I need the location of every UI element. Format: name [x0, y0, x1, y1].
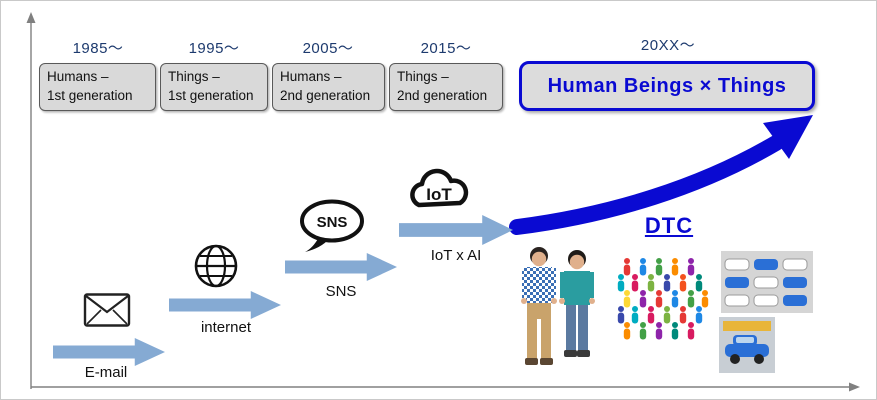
- year-label-future: 20XX〜: [640, 37, 696, 54]
- growth-arrow-shaft: [509, 135, 784, 235]
- era-box-line1: Humans –: [47, 69, 109, 84]
- growth-arrow-head: [763, 115, 813, 159]
- future-box-human-beings-things: Human Beings × Things: [519, 61, 815, 111]
- cloud-icon-text: IoT: [426, 185, 452, 204]
- future-box-label: Human Beings × Things: [547, 74, 787, 97]
- step-label-sns: SNS: [325, 283, 357, 300]
- factory-car-photo: [719, 317, 775, 373]
- era-box-humans-2nd: Humans – 2nd generation: [272, 63, 385, 111]
- era-box-humans-1st: Humans – 1st generation: [39, 63, 156, 111]
- people-photo: [509, 241, 607, 373]
- speech-bubble-text: SNS: [317, 214, 348, 231]
- cars-grid-photo: [721, 251, 813, 313]
- globe-icon: [194, 244, 238, 288]
- car-rows: [724, 258, 808, 307]
- era-box-things-2nd: Things – 2nd generation: [389, 63, 503, 111]
- year-label-2: 1995〜: [188, 40, 240, 57]
- step-label-email: E-mail: [84, 364, 128, 381]
- year-label-4: 2015〜: [420, 40, 472, 57]
- x-axis-arrowhead: [849, 382, 860, 392]
- era-box-line1: Things –: [168, 69, 220, 84]
- era-box-things-1st: Things – 1st generation: [160, 63, 268, 111]
- era-box-line2: 1st generation: [168, 87, 254, 103]
- crowd-illustration: [617, 258, 709, 340]
- man-checkered-shirt: [521, 247, 557, 365]
- dtc-label: DTC: [644, 213, 694, 238]
- era-box-line2: 2nd generation: [397, 87, 488, 103]
- year-label-3: 2005〜: [302, 40, 354, 57]
- cloud-icon: IoT: [410, 168, 469, 208]
- era-box-line2: 1st generation: [47, 87, 133, 103]
- y-axis-arrowhead: [26, 12, 36, 23]
- step-label-iot-ai: IoT x AI: [430, 247, 482, 264]
- step-label-internet: internet: [200, 319, 252, 336]
- era-box-line1: Humans –: [280, 69, 342, 84]
- era-box-line2: 2nd generation: [280, 87, 371, 103]
- man-teal-shirt: [559, 250, 595, 357]
- year-label-1: 1985〜: [72, 40, 124, 57]
- envelope-icon: [83, 293, 131, 327]
- speech-bubble-icon: SNS: [300, 199, 364, 252]
- era-box-line1: Things –: [397, 69, 449, 84]
